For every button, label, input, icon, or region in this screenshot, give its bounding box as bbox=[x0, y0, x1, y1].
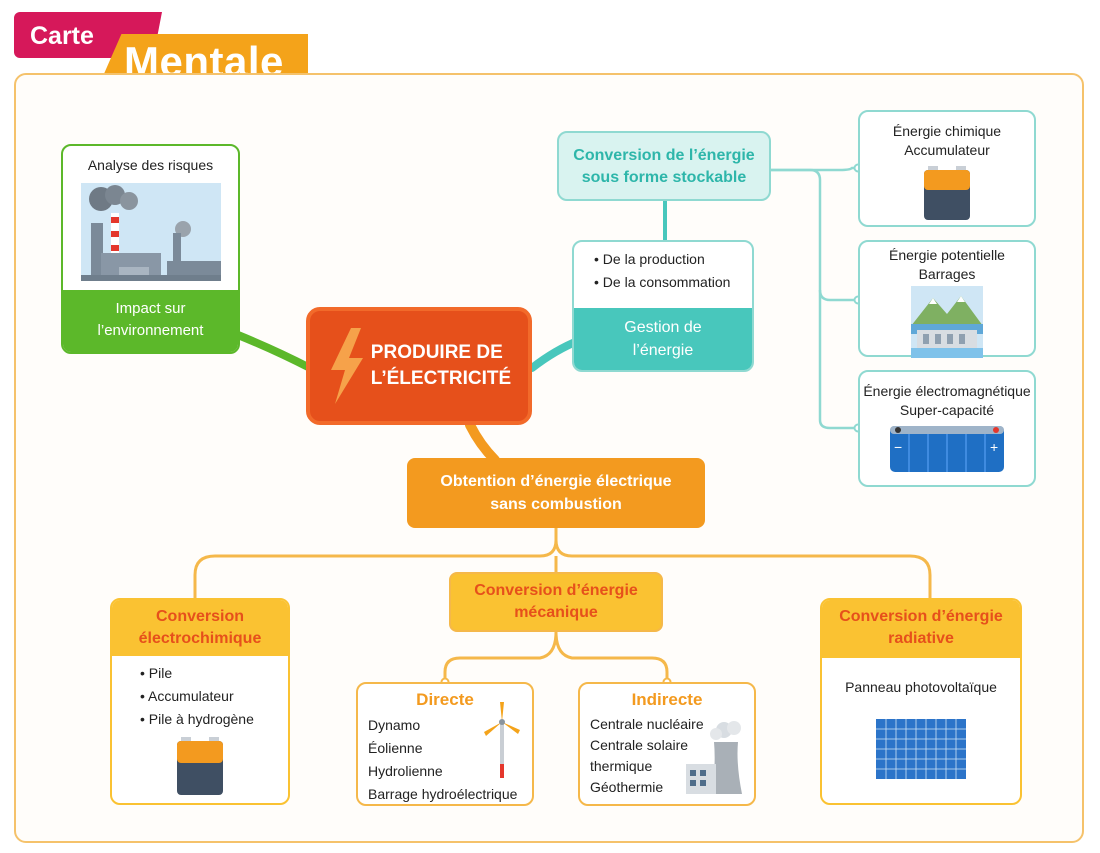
electromagnetic-energy-label: Énergie électromagnétique bbox=[863, 383, 1031, 399]
direct-item: Éolienne bbox=[368, 740, 423, 756]
factory-icon bbox=[80, 183, 221, 281]
solar-panel-icon bbox=[876, 719, 966, 779]
solar-panel-label: Panneau photovoltaïque bbox=[845, 679, 997, 695]
radiative-card: Conversion d’énergie radiative Panneau p… bbox=[820, 598, 1022, 805]
lightning-bolt-icon bbox=[330, 328, 363, 404]
electrochemical-card: Conversion électrochimique • Pile • Accu… bbox=[110, 598, 290, 805]
supercapacitor-icon: − + bbox=[890, 426, 1004, 472]
wind-turbine-icon bbox=[484, 702, 520, 778]
indirect-title: Indirecte bbox=[631, 690, 703, 709]
radiative-title: Conversion d’énergie radiative bbox=[822, 600, 1020, 658]
direct-title: Directe bbox=[416, 690, 474, 709]
central-topic-title: PRODUIRE DE L’ÉLECTRICITÉ bbox=[370, 342, 512, 389]
indirect-item: thermique bbox=[590, 758, 653, 774]
battery-icon bbox=[924, 166, 970, 220]
electrochemical-item: • Pile bbox=[140, 665, 173, 681]
indirect-conversion-card: Indirecte Centrale nucléaire Centrale so… bbox=[578, 682, 756, 806]
chemical-energy-label: Énergie chimique bbox=[892, 123, 1002, 139]
dam-icon bbox=[911, 286, 983, 358]
direct-item: Hydrolienne bbox=[368, 763, 443, 779]
indirect-item: Centrale nucléaire bbox=[590, 716, 704, 732]
environment-card: Analyse des risques Impact sur l’environ… bbox=[61, 144, 240, 354]
energy-management-title: Gestion de l’énergie bbox=[574, 308, 752, 370]
electromagnetic-energy-card: Énergie électromagnétique Super-capacité… bbox=[858, 370, 1036, 487]
svg-text:−: − bbox=[894, 439, 902, 455]
potential-energy-label: Énergie potentielle bbox=[889, 247, 1005, 263]
indirect-item: Centrale solaire bbox=[590, 737, 689, 753]
chemical-energy-card: Énergie chimique Accumulateur bbox=[858, 110, 1036, 227]
direct-item: Dynamo bbox=[368, 717, 421, 733]
super-capacitor-label: Super-capacité bbox=[899, 402, 995, 418]
risk-analysis-label: Analyse des risques bbox=[87, 157, 214, 173]
accumulator-label: Accumulateur bbox=[904, 142, 990, 158]
svg-text:+: + bbox=[990, 439, 998, 455]
electrochemical-title: Conversion électrochimique bbox=[112, 600, 288, 656]
energy-management-card: • De la production • De la consommation … bbox=[572, 240, 754, 372]
non-combustion-node: Obtention d’énergie électrique sans comb… bbox=[407, 458, 705, 528]
storable-conversion-node: Conversion de l’énergie sous forme stock… bbox=[557, 131, 771, 201]
management-item: • De la production bbox=[594, 251, 705, 267]
battery-icon bbox=[177, 737, 223, 795]
direct-conversion-card: Directe Dynamo Éolienne Hydrolienne Barr… bbox=[356, 682, 534, 806]
dams-label: Barrages bbox=[918, 266, 976, 282]
electrochemical-item: • Accumulateur bbox=[140, 688, 234, 704]
environment-title: Impact sur l’environnement bbox=[63, 290, 238, 352]
indirect-item: Géothermie bbox=[590, 779, 664, 795]
management-item: • De la consommation bbox=[594, 274, 731, 290]
mechanical-conversion-node: Conversion d’énergie mécanique bbox=[449, 572, 663, 632]
direct-item: Barrage hydroélectrique bbox=[368, 786, 518, 802]
title-carte-label: Carte bbox=[30, 22, 94, 50]
electrochemical-item: • Pile à hydrogène bbox=[140, 711, 254, 727]
central-topic: PRODUIRE DE L’ÉLECTRICITÉ bbox=[306, 307, 532, 425]
potential-energy-card: Énergie potentielle Barrages bbox=[858, 240, 1036, 358]
power-plant-icon bbox=[686, 721, 742, 794]
